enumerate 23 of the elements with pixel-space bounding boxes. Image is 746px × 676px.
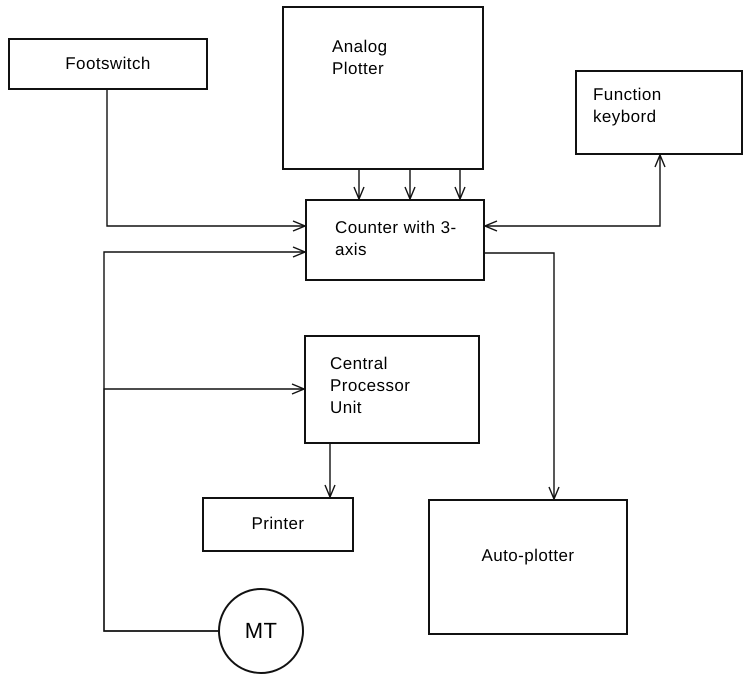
box-label: Analog Plotter (332, 36, 388, 80)
arrow (353, 170, 365, 200)
arrow (484, 154, 666, 232)
block-box (575, 70, 743, 155)
arrow (404, 170, 416, 200)
arrow (103, 383, 305, 632)
box-label: Footswitch (65, 52, 151, 75)
arrow (454, 170, 466, 200)
block-box (282, 6, 484, 170)
block-box (304, 335, 480, 444)
arrow (324, 444, 336, 498)
block-box (305, 199, 485, 281)
box-label: MT (244, 616, 278, 645)
box-label: Auto-plotter (482, 545, 574, 567)
box-label: Counter with 3-axis (335, 217, 458, 262)
box-label: Central Processor Unit (330, 353, 412, 420)
arrow (485, 252, 560, 500)
box-label: Printer (251, 513, 305, 536)
arrow (106, 90, 306, 232)
box-label: Function keybord (593, 84, 663, 128)
block-box (428, 499, 628, 635)
block-box (8, 38, 208, 90)
block-box (202, 497, 354, 552)
